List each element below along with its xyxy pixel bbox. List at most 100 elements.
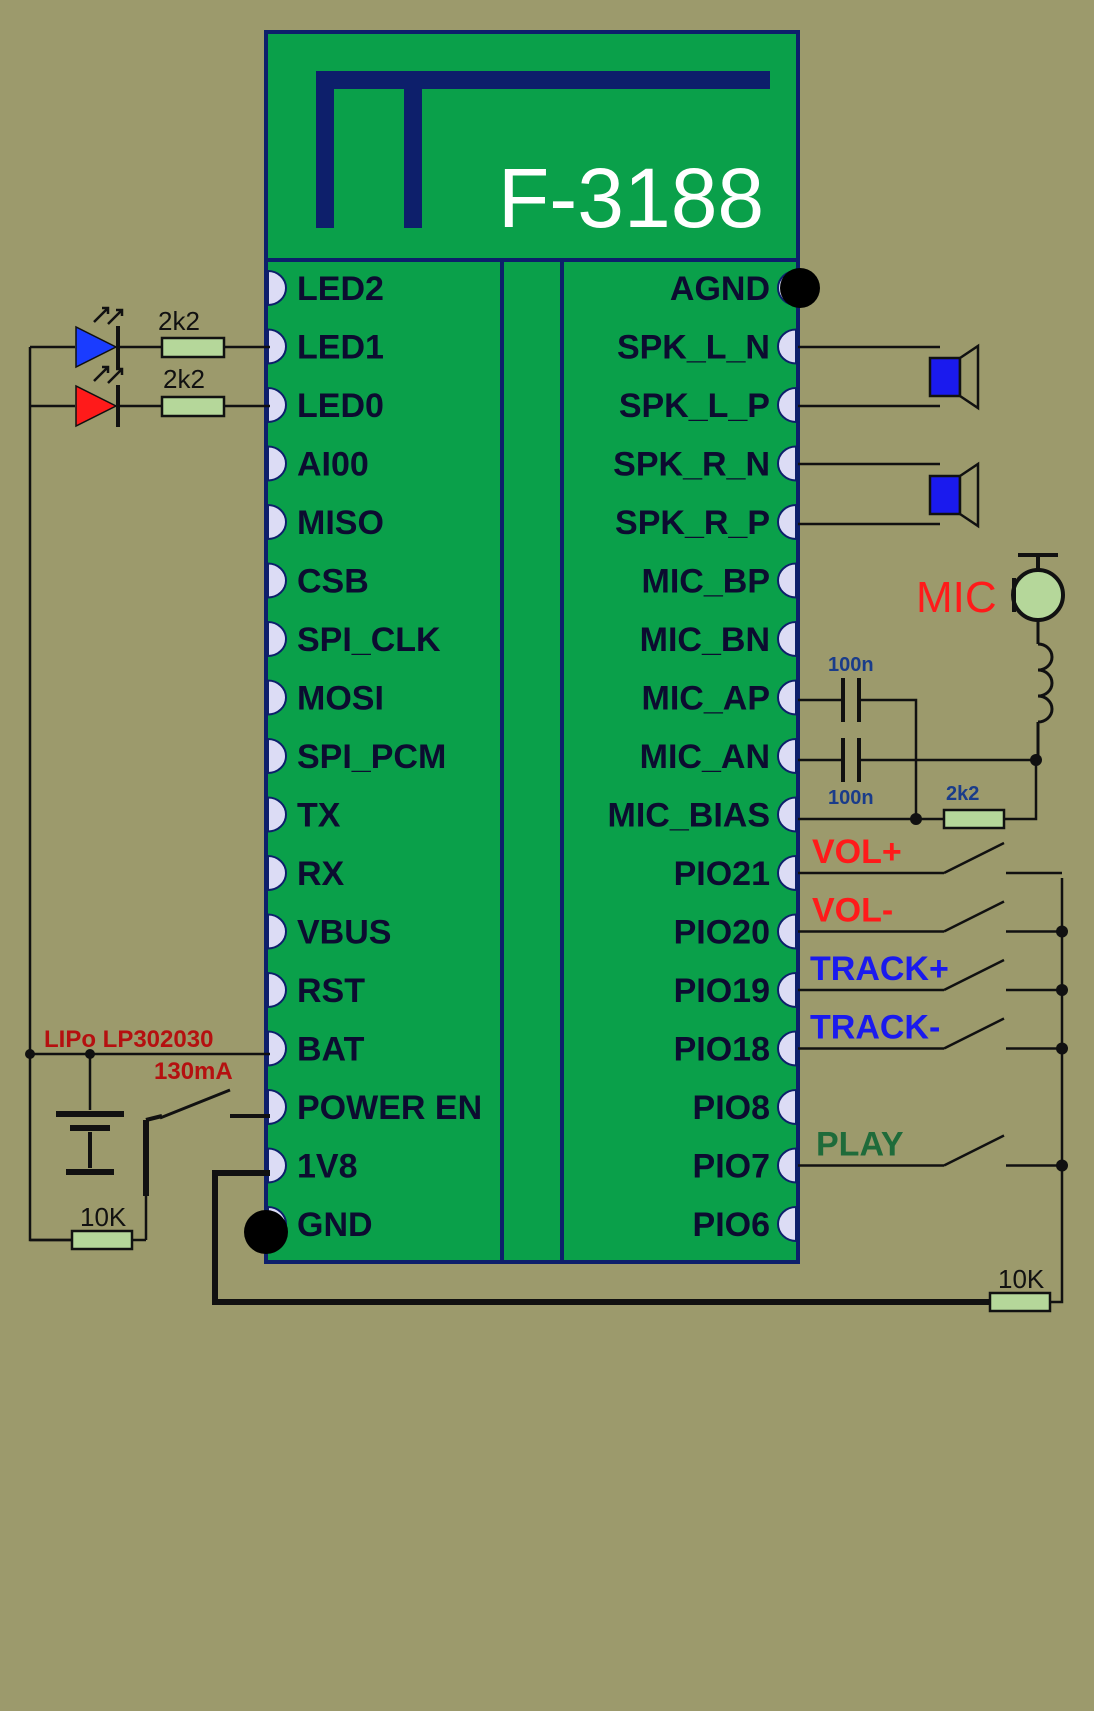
chip-body (264, 258, 800, 1264)
pin-label: MIC_BN (640, 621, 770, 659)
left-pin-group: LED2LED1LED0AI00MISOCSBSPI_CLKMOSISPI_PC… (267, 269, 482, 1244)
speaker-left-icon (928, 343, 980, 411)
pulldown-right-label: 10K (998, 1264, 1045, 1294)
pin-pad (267, 269, 287, 307)
right-pin-pio20: PIO20 (674, 913, 797, 952)
right-pin-pio18: PIO18 (674, 1030, 797, 1069)
pin-pad (267, 386, 287, 424)
gnd-dot (244, 1210, 288, 1254)
switch-label: PLAY (816, 1126, 904, 1164)
pin-label: PIO18 (674, 1031, 770, 1069)
mic-ap-wire (798, 698, 918, 819)
right-pin-pio8: PIO8 (693, 1088, 797, 1127)
pin-pad (777, 679, 797, 716)
cap-an-label: 100n (828, 787, 874, 809)
right-pin-spk-l-n: SPK_L_N (617, 328, 797, 367)
pin-pad (777, 1088, 797, 1126)
pin-label: TX (297, 797, 341, 835)
right-pin-spk-l-p: SPK_L_P (619, 386, 797, 425)
spk-left-wires (798, 345, 940, 408)
pin-pad (777, 737, 797, 775)
pin-label: CSB (297, 563, 369, 601)
left-pin-tx: TX (267, 796, 341, 835)
pin-pad (267, 328, 287, 365)
pin-pad (267, 445, 287, 482)
mic-bias-resistor-label: 2k2 (946, 783, 979, 805)
pin-pad (777, 971, 797, 1009)
led1-resistor (160, 336, 226, 359)
pin-label: PIO19 (674, 972, 770, 1010)
pin-label: VBUS (297, 914, 391, 952)
pin-pad (777, 562, 797, 599)
switch-contact-icon (798, 1134, 1062, 1167)
background-lower (0, 1245, 1094, 1706)
pin-pad (777, 445, 797, 482)
pin-label: LED0 (297, 387, 384, 425)
switch-play: PLAY (798, 1126, 1068, 1172)
pin-pad (267, 1147, 287, 1184)
pin-label: MIC_BP (642, 563, 770, 601)
pin-pad (267, 1030, 287, 1067)
pin-label: SPK_L_P (619, 387, 770, 425)
pin-label: RX (297, 855, 345, 893)
mic-bias-resistor (942, 808, 1006, 830)
switch-track: TRACK+ (798, 950, 1068, 996)
pin-label: RST (297, 972, 365, 1010)
pin-label: AGND (670, 270, 770, 308)
left-pin-spi-pcm: SPI_PCM (267, 737, 446, 776)
pin-label: SPI_CLK (297, 621, 441, 659)
left-pin-led2: LED2 (267, 269, 384, 308)
pin-pad (777, 854, 797, 892)
chip-header (264, 30, 800, 262)
led0-resistor (160, 395, 226, 418)
1v8-return-wire (212, 1170, 990, 1305)
antenna-trace-icon (316, 71, 770, 228)
pin-label: PIO7 (693, 1148, 770, 1186)
left-pin-rst: RST (267, 971, 365, 1010)
speaker-right-icon (928, 461, 980, 529)
capacitor-an-icon (841, 738, 861, 782)
switch-track: TRACK- (798, 1009, 1068, 1055)
left-pin-led0: LED0 (267, 386, 384, 425)
pin-label: PIO8 (693, 1089, 770, 1127)
switch-vol: VOL+ (798, 833, 1062, 875)
left-pin-power-en: POWER EN (267, 1088, 482, 1127)
pulldown-left-resistor (70, 1229, 134, 1251)
left-pin-bat: BAT (267, 1030, 365, 1069)
pin-pad (267, 679, 287, 716)
pin-pad (267, 737, 287, 775)
pin-label: LED2 (297, 270, 384, 308)
pin-pad (777, 1205, 797, 1243)
right-pin-spk-r-n: SPK_R_N (613, 445, 797, 484)
switch-junction (1056, 1042, 1068, 1055)
pin-pad (777, 503, 797, 541)
mic-label: MIC (916, 573, 997, 622)
switch-contact-icon (798, 841, 1062, 875)
right-pin-pio21: PIO21 (674, 854, 797, 893)
switch-label: VOL- (812, 892, 893, 930)
switch-junction (1056, 1159, 1068, 1172)
pin-pad (777, 796, 797, 833)
pin-label: PIO21 (674, 855, 770, 893)
mic-bias-junction (910, 813, 922, 825)
pin-pad (267, 620, 287, 658)
switch-contact-icon (798, 1017, 1062, 1050)
pin-label: GND (297, 1206, 373, 1244)
pin-label: SPK_R_P (615, 504, 770, 542)
pin-pad (267, 503, 287, 541)
led-common-wire (28, 347, 80, 1242)
pin-pad (267, 796, 287, 833)
pin-label: 1V8 (297, 1148, 358, 1186)
pin-label: MIC_AP (642, 680, 770, 718)
right-pin-group: AGND SPK_L_N SPK_L_P SPK_R_N SPK_R_P MIC_BP MI… (608, 269, 797, 1244)
switch-junction (1056, 984, 1068, 996)
switch-junction (1056, 925, 1068, 938)
pin-label: MIC_BIAS (608, 797, 770, 835)
battery-label-line2: 130mA (154, 1058, 233, 1085)
pin-pad (267, 913, 287, 950)
pin-pad (777, 1147, 797, 1184)
battery-icon (56, 1111, 124, 1175)
pin-label: SPI_PCM (297, 738, 446, 776)
